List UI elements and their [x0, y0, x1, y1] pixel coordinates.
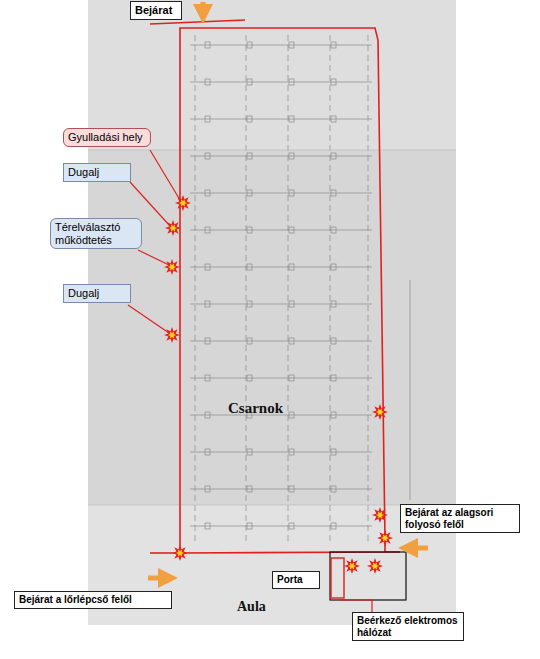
entry-box: Bejárat: [130, 1, 182, 20]
electric-network: [331, 558, 344, 598]
node-text: Beérkező elektromos hálózat: [357, 615, 459, 638]
fire-marker: [164, 259, 180, 275]
node-text: Bejárat: [135, 4, 177, 17]
node-text: Dugalj: [68, 287, 126, 300]
fire-marker-core: [168, 332, 176, 339]
node-text: Bejárat az alagsori folyosó felől: [405, 507, 515, 530]
fire-marker: [172, 545, 188, 561]
fire-marker: [165, 220, 181, 236]
fire-marker-core: [168, 264, 176, 271]
fire-marker-core: [169, 225, 177, 232]
node-text: Dugalj: [68, 166, 126, 179]
hall-label: Csarnok: [228, 400, 283, 417]
fire-marker-core: [179, 200, 187, 207]
fire-marker: [367, 558, 383, 574]
node-text: Porta: [277, 574, 315, 586]
node-text: Térelválasztó működtetés: [55, 221, 137, 246]
fire-markers: [164, 195, 393, 574]
plan-lines: [88, 35, 456, 545]
fire-marker: [175, 195, 191, 211]
entry-box: Bejárat az alagsori folyosó felől: [400, 504, 520, 533]
room-box: Porta: [272, 571, 320, 589]
fire-marker-core: [376, 409, 384, 416]
callout-box: Gyulladási hely: [63, 128, 151, 147]
entry-arrows: [148, 2, 428, 578]
callout-box: Térelválasztó működtetés: [50, 218, 142, 249]
callout-box: Dugalj: [63, 284, 131, 303]
note-box: Beérkező elektromos hálózat: [352, 612, 464, 641]
red-outline: [150, 20, 400, 553]
fire-marker-core: [176, 550, 184, 557]
entry-box: Bejárat a lőrlépcső felől: [14, 591, 172, 609]
node-text: Bejárat a lőrlépcső felől: [19, 594, 167, 606]
fire-marker: [344, 558, 360, 574]
porta-room: [330, 552, 406, 600]
lobby-label: Aula: [237, 599, 266, 615]
fire-marker: [164, 327, 180, 343]
fire-marker: [372, 404, 388, 420]
callout-box: Dugalj: [63, 163, 131, 182]
fire-marker-core: [381, 535, 389, 542]
fire-marker-core: [376, 512, 384, 519]
leader-lines: [128, 150, 372, 612]
fire-marker-core: [371, 563, 379, 570]
fire-marker: [372, 507, 388, 523]
fire-marker-core: [348, 563, 356, 570]
node-text: Gyulladási hely: [68, 131, 146, 144]
fire-marker: [377, 530, 393, 546]
